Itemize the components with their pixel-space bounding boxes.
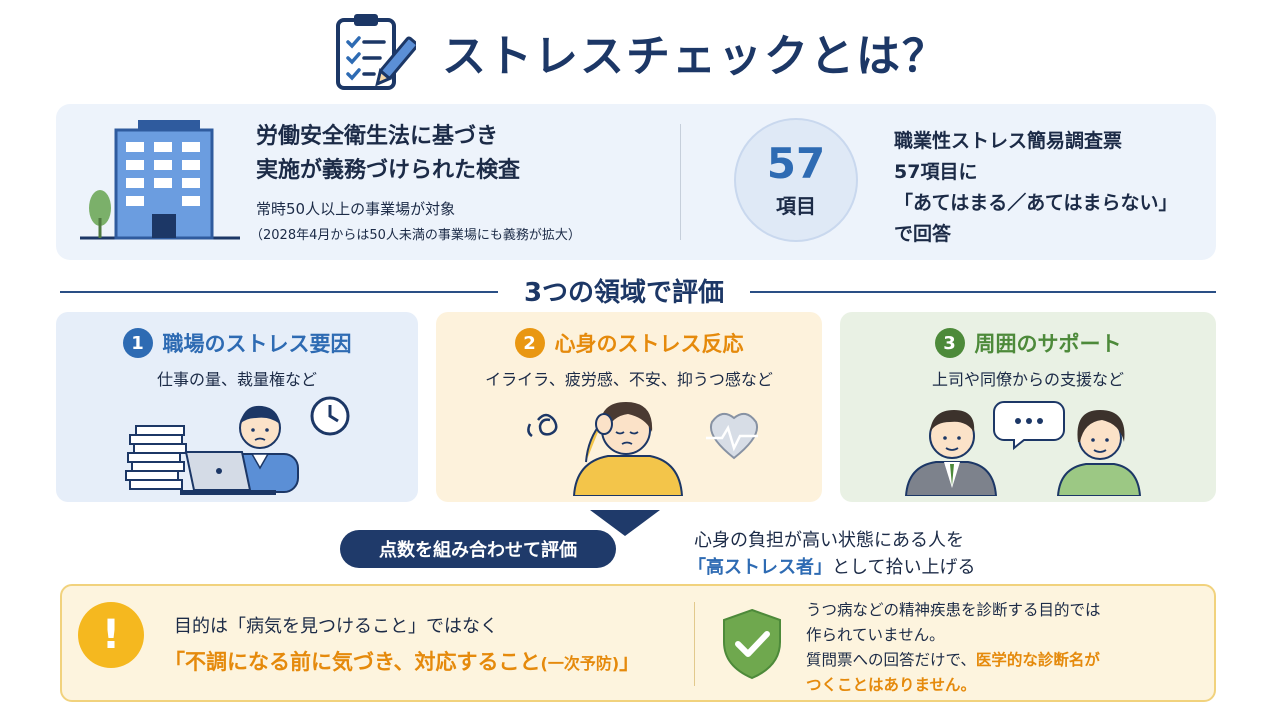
item-count-unit: 項目 xyxy=(776,193,816,218)
section-rule-left xyxy=(60,291,498,293)
item-count-number: 57 xyxy=(766,138,826,188)
divider xyxy=(680,124,681,240)
clipboard-checklist-icon xyxy=(336,14,416,90)
domain-number-badge: 2 xyxy=(514,328,545,358)
down-arrow-icon xyxy=(590,510,660,536)
domain-subtitle: 仕事の量、裁量権など xyxy=(156,370,317,389)
section-title: 3つの領域で評価 xyxy=(523,278,725,308)
domain-card-stress-reaction: 2 心身のストレス反応 イライラ、疲労感、不安、抑うつ感など xyxy=(436,312,822,502)
high-stress-line1: 心身の負担が高い状態にある人を xyxy=(694,530,964,551)
domain-title: 心身のストレス反応 xyxy=(554,332,744,356)
divider xyxy=(694,602,695,686)
purpose-panel xyxy=(60,584,1216,702)
high-stress-line2: 「高ストレス者」として拾い上げる xyxy=(688,557,976,578)
diagnosis-emphasis: 医学的な診断名が xyxy=(975,651,1100,669)
page-title: ストレスチェックとは？ xyxy=(442,31,948,82)
evaluation-pill: 点数を組み合わせて評価 xyxy=(340,530,616,568)
domain-card-workplace-stressors: 1 職場のストレス要因 仕事の量、裁量権など xyxy=(56,312,418,502)
law-target-note: 常時50人以上の事業場が対象 xyxy=(256,200,456,218)
exclamation-warning-icon: ! xyxy=(78,602,144,668)
domain-title: 職場のストレス要因 xyxy=(162,332,352,356)
section-rule-right xyxy=(750,291,1216,293)
item-count-badge: 57 項目 xyxy=(734,118,858,242)
law-expansion-note: （2028年4月からは50人未満の事業場にも義務が拡大） xyxy=(250,228,581,243)
diagnosis-emphasis-line: つくことはありません。 xyxy=(806,676,977,694)
high-stress-term: 「高ストレス者」 xyxy=(688,557,832,578)
diagnosis-note: うつ病などの精神疾患を診断する目的では 作られていません。 質問票への回答だけで… xyxy=(806,598,1206,698)
office-building-icon xyxy=(80,120,240,240)
domain-subtitle: 上司や同僚からの支援など xyxy=(931,370,1124,389)
title-bar: ストレスチェックとは？ xyxy=(0,12,1280,92)
colleagues-talking-speech-bubble-icon xyxy=(904,401,1142,496)
domain-subtitle: イライラ、疲労感、不安、抑うつ感など xyxy=(485,370,773,389)
domain-card-support: 3 周囲のサポート 上司や同僚からの支援など xyxy=(840,312,1216,502)
shield-check-icon xyxy=(723,608,781,680)
purpose-line1: 目的は「病気を見つけること」ではなく xyxy=(174,616,498,637)
questionnaire-description: 職業性ストレス簡易調査票 57項目に 「あてはまる／あてはまらない」 で回答 xyxy=(894,130,1178,245)
law-info-panel xyxy=(56,104,1216,260)
domain-number-badge: 1 xyxy=(122,328,153,358)
busy-worker-with-documents-and-clock-icon xyxy=(125,396,350,495)
law-title: 労働安全衛生法に基づき 実施が義務づけられた検査 xyxy=(256,124,521,183)
tired-woman-with-heartbeat-icon xyxy=(527,402,758,496)
domain-number-badge: 3 xyxy=(934,328,965,358)
purpose-line2: 「不調になる前に気づき、対応すること(一次予防)」 xyxy=(164,650,641,674)
domain-title: 周囲のサポート xyxy=(974,332,1122,356)
